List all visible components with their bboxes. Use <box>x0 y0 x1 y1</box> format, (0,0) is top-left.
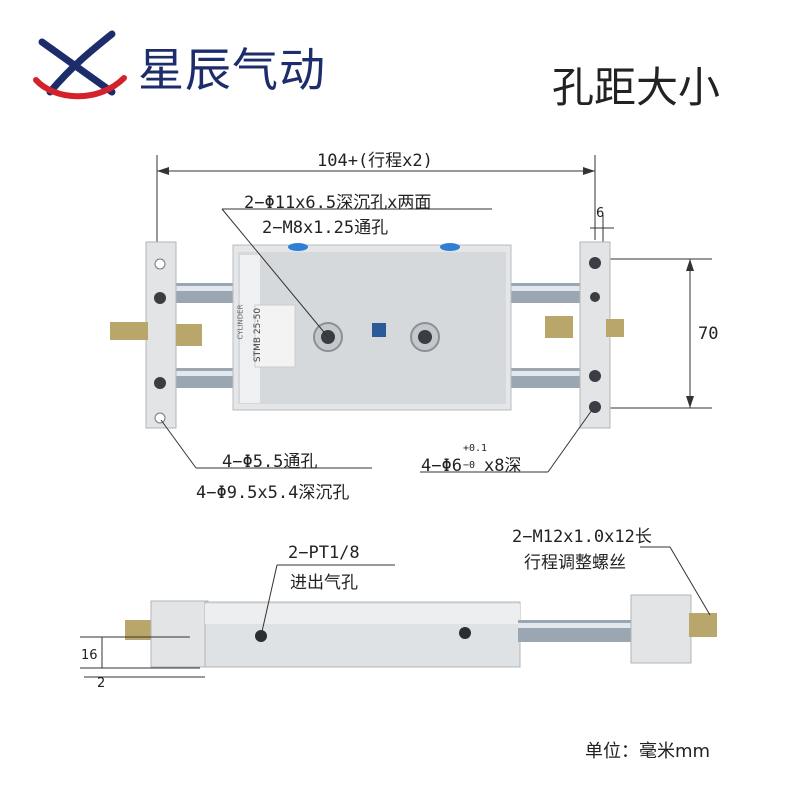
through-m8-label: 2−M8x1.25通孔 <box>262 218 389 238</box>
offset-2-label: 2 <box>97 676 106 691</box>
pin-hole-tol-upper: +0.1 <box>462 443 488 454</box>
counterbore-9-5-label: 4−Φ9.5x5.4深沉孔 <box>196 483 350 503</box>
brand-logo-icon <box>33 30 127 100</box>
air-port <box>459 627 471 639</box>
overall-length-label: 104+(行程x2) <box>317 151 433 171</box>
hole-spacing-label: 70 <box>698 324 719 344</box>
counterbore-label: 2−Φ11x6.5深沉孔x两面 <box>244 193 432 213</box>
product-label <box>254 304 296 368</box>
adjust-screw-desc-label: 行程调整螺丝 <box>524 553 626 573</box>
adjust-screw-right <box>689 613 717 637</box>
brand-name: 星辰气动 <box>138 43 326 97</box>
port-size-label: 2−PT1/8 <box>288 543 360 563</box>
end-block-left <box>150 600 209 668</box>
adjust-screw-right <box>545 316 573 338</box>
port-desc-label: 进出气孔 <box>290 573 358 593</box>
qr-code-icon <box>372 323 386 337</box>
end-plate-right <box>579 241 611 429</box>
edge-offset-label: 6 <box>596 206 605 221</box>
top-view <box>110 155 712 473</box>
through-5-5-label: 4−Φ5.5通孔 <box>222 452 318 472</box>
adjust-screw-left <box>125 620 155 640</box>
port-plug <box>288 243 308 251</box>
pin-hole-prefix: 4−Φ6 <box>421 456 462 476</box>
end-plate-left <box>145 241 177 429</box>
side-view <box>80 546 717 678</box>
page-title: 孔距大小 <box>552 63 721 112</box>
end-block-right <box>630 594 692 664</box>
adjust-screw-left <box>110 322 148 340</box>
port-plug <box>440 243 460 251</box>
cylinder-model-text: STMB 25-50 <box>253 307 264 363</box>
pin-hole-tol-lower: −0 <box>462 460 475 471</box>
pin-hole-suffix: x8深 <box>483 456 522 476</box>
cylinder-maker-text: CYLINDER <box>236 304 245 340</box>
adjust-screw-size-label: 2−M12x1.0x12长 <box>512 527 652 547</box>
height-16-label: 16 <box>81 648 98 663</box>
unit-note: 单位：毫米mm <box>585 741 711 762</box>
pin-hole-label: 4−Φ6+0.1 −0 x8深 <box>421 443 522 476</box>
